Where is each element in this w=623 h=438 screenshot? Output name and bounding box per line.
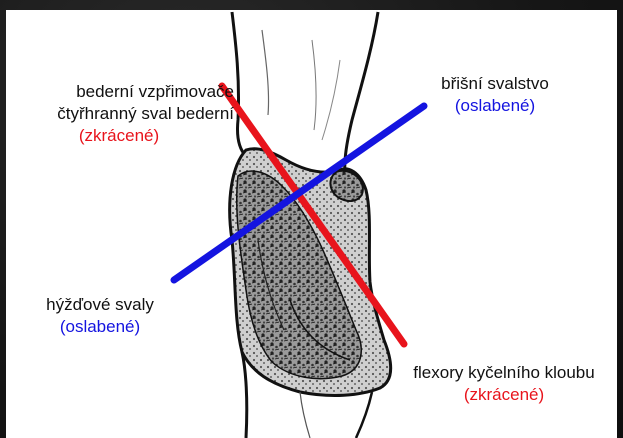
hip-flexors-label-line1: flexory kyčelního kloubu xyxy=(392,362,616,384)
erector-label-line2: čtyřhranný sval bederní xyxy=(4,103,234,125)
gluteal-label-line1: hýžďové svaly xyxy=(20,294,180,316)
erector-label: bederní vzpřimovače čtyřhranný sval bede… xyxy=(4,81,234,147)
gluteal-status: (oslabené) xyxy=(20,316,180,338)
gluteal-label: hýžďové svaly (oslabené) xyxy=(20,294,180,338)
hip-flexors-status: (zkrácené) xyxy=(392,384,616,406)
abdominal-label: břišní svalstvo (oslabené) xyxy=(405,73,585,117)
abdominal-status: (oslabené) xyxy=(405,95,585,117)
abdominal-label-line1: břišní svalstvo xyxy=(405,73,585,95)
hip-flexors-label: flexory kyčelního kloubu (zkrácené) xyxy=(392,362,616,406)
erector-label-line1: bederní vzpřimovače xyxy=(4,81,234,103)
erector-status: (zkrácené) xyxy=(4,125,234,147)
